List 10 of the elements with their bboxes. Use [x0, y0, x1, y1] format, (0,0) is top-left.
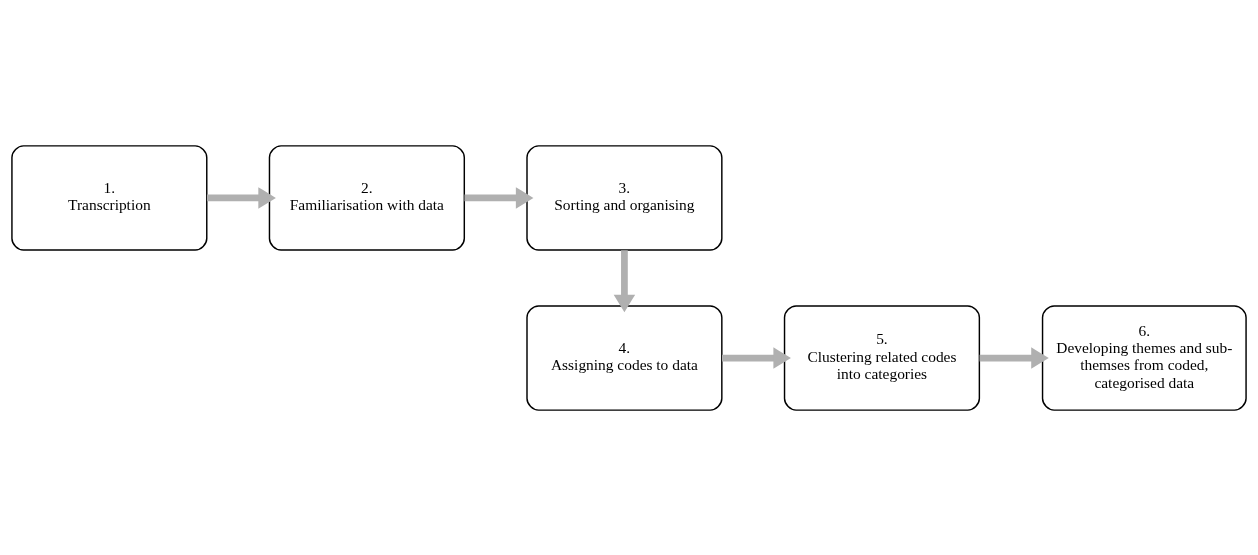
node-box: 1. Transcription	[11, 144, 208, 251]
arrow	[979, 346, 1049, 369]
arrow	[206, 186, 276, 209]
arrow	[464, 186, 534, 209]
node-box: 4. Assigning codes to data	[526, 304, 723, 411]
node-box: 6. Developing themes and sub-themses from coded, categorised data	[1041, 304, 1247, 411]
node-box: 3. Sorting and organising	[526, 144, 723, 251]
node-box: 2. Familiarisation with data	[268, 144, 466, 251]
arrow	[613, 249, 636, 312]
node-box: 5. Clustering related codes into categories	[783, 304, 981, 411]
